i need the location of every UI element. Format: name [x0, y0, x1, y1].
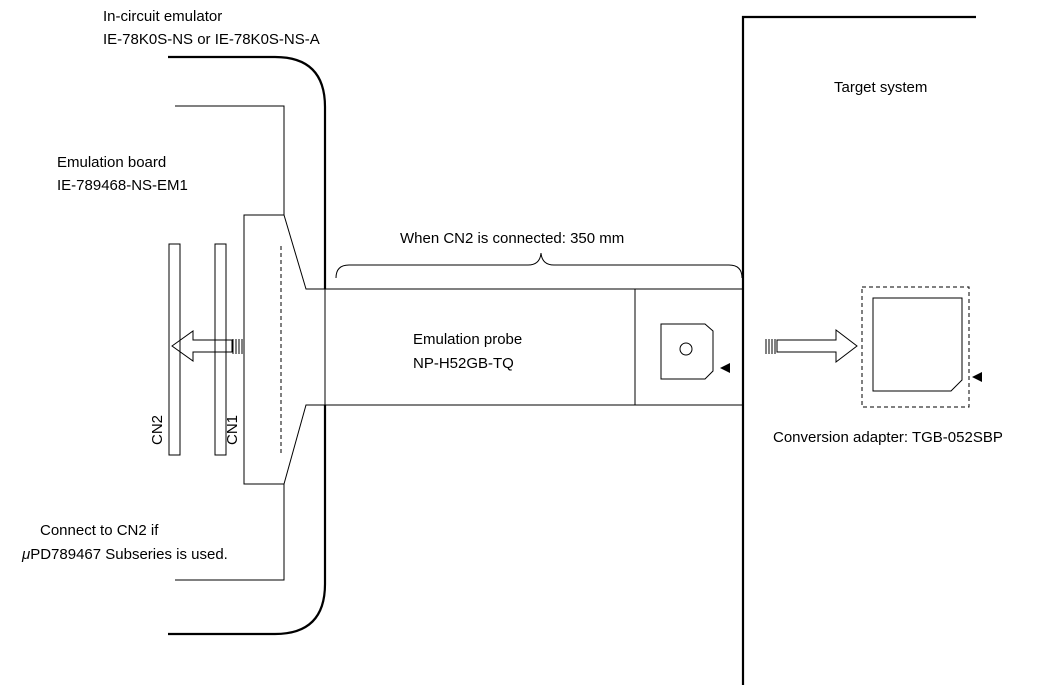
probe-name-label: Emulation probe [413, 331, 522, 348]
note-mu-symbol: μ [21, 546, 30, 563]
emulation-board-outline [175, 105, 285, 215]
probe-pin1-marker [720, 363, 730, 373]
board-arrow-ridges [232, 339, 243, 354]
emulator-outline-lower [168, 405, 327, 636]
adapter-arrow-ridges [765, 339, 776, 354]
cn2-connector [168, 243, 181, 456]
emulator-name-label: In-circuit emulator [103, 8, 222, 25]
conversion-adapter-chip [872, 297, 963, 392]
adapter-pin1-marker [972, 372, 982, 382]
note-line1: Connect to CN2 if [40, 522, 159, 539]
emulator-outline [168, 55, 327, 289]
target-system-outline [741, 15, 976, 685]
conversion-adapter-outline [861, 286, 970, 408]
emulator-model-label: IE-78K0S-NS or IE-78K0S-NS-A [103, 31, 320, 48]
adapter-connection-arrow [776, 328, 858, 364]
cn2-label: CN2 [149, 415, 166, 445]
emulation-board-model-label: IE-789468-NS-EM1 [57, 177, 188, 194]
target-system-label: Target system [834, 79, 927, 96]
conversion-adapter-label: Conversion adapter: TGB-052SBP [773, 429, 1003, 446]
cable-length-label: When CN2 is connected: 350 mm [400, 230, 624, 247]
length-brace [335, 252, 743, 279]
note-line2: μPD789467 Subseries is used. [21, 546, 228, 563]
probe-chip [660, 323, 714, 380]
cn1-label: CN1 [224, 415, 241, 445]
board-connection-arrow [171, 330, 233, 362]
probe-chip-pin-circle [679, 342, 693, 356]
cn1-connector [214, 243, 227, 456]
board-connector [243, 214, 326, 485]
note-line2-text: PD789467 Subseries is used. [30, 546, 228, 563]
emulation-board-name-label: Emulation board [57, 154, 166, 171]
probe-model-label: NP-H52GB-TQ [413, 355, 514, 372]
emulation-board-outline-lower [175, 484, 285, 581]
